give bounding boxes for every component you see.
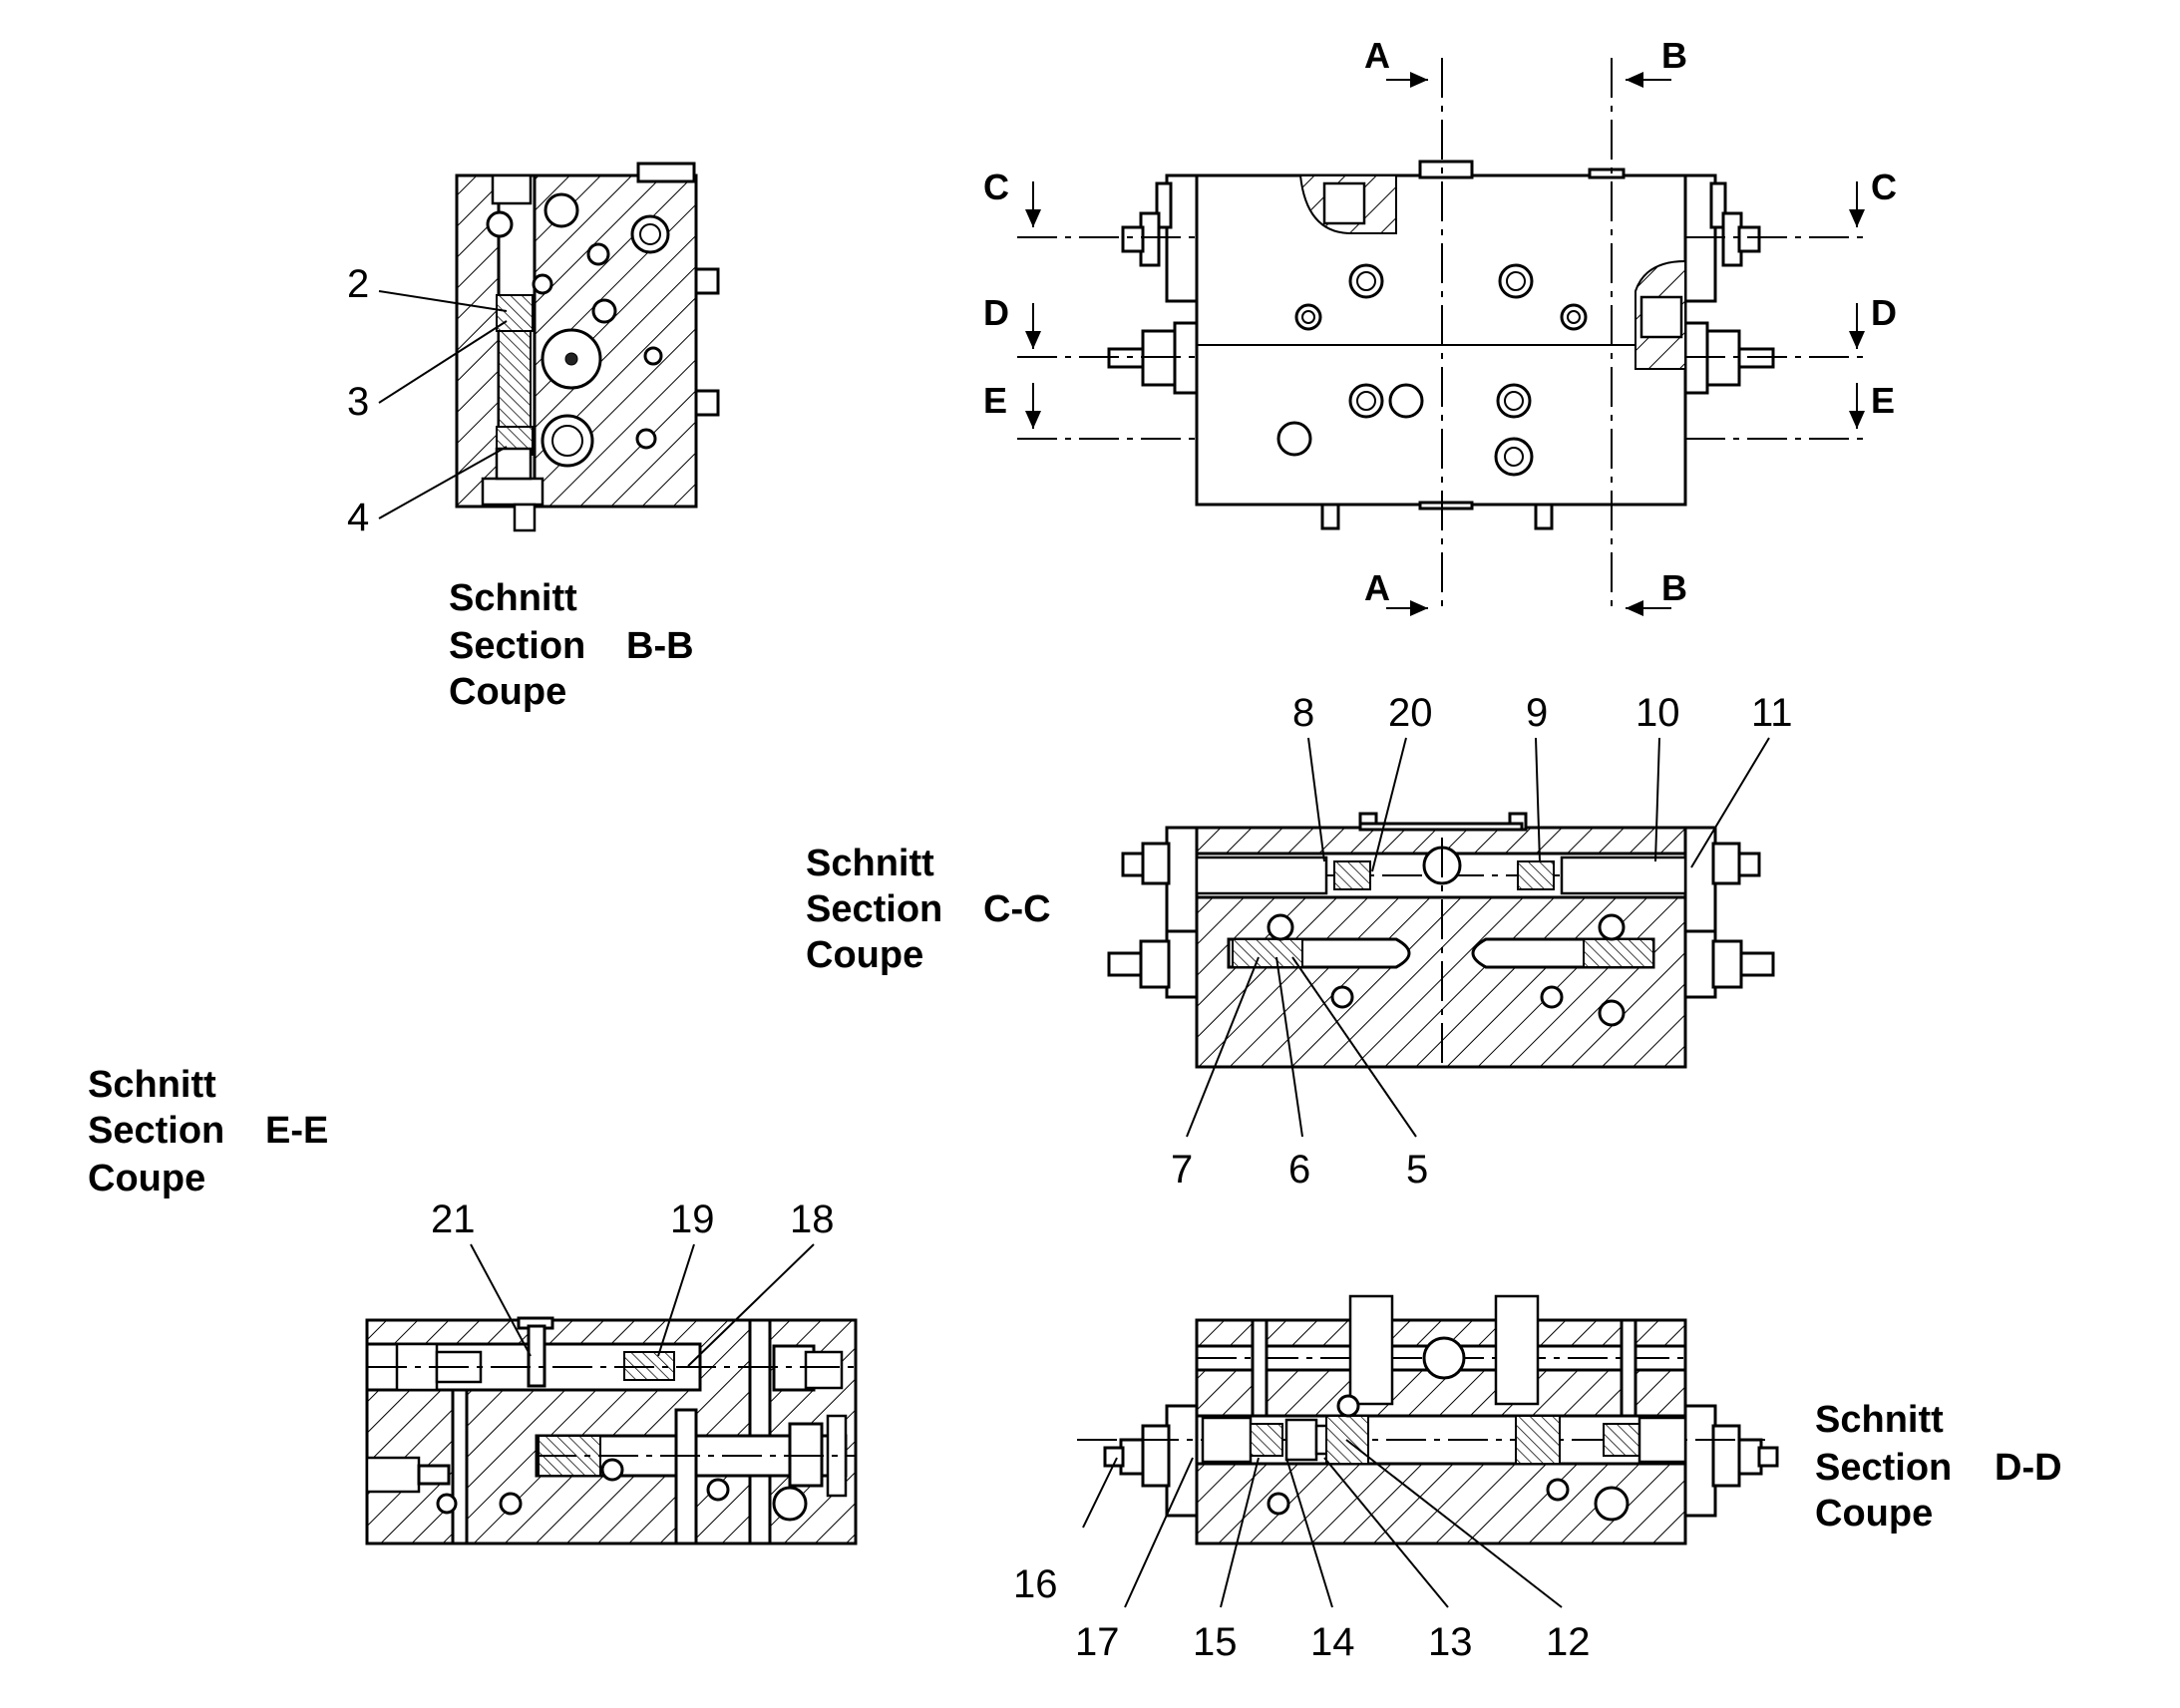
section-cc-section: Section <box>806 888 942 930</box>
part-number-9: 9 <box>1526 691 1548 735</box>
section-ee-view: Schnitt Section Coupe E-E <box>88 1064 858 1545</box>
cut-label-c-left: C <box>983 167 1009 207</box>
cut-label-a-bottom: A <box>1364 567 1390 608</box>
section-ee-section: Section <box>88 1110 224 1152</box>
cut-label-b-top: B <box>1661 35 1687 76</box>
part-number-11: 11 <box>1751 691 1793 735</box>
part-number-12: 12 <box>1546 1620 1591 1664</box>
section-ee-coupe: Coupe <box>88 1158 205 1199</box>
part-number-15: 15 <box>1193 1620 1238 1664</box>
section-bb-schnitt: Schnitt <box>449 577 577 619</box>
section-dd-view: 16 17 15 14 13 12 Schnitt Section Coupe … <box>1013 1294 2062 1664</box>
part-number-21: 21 <box>431 1197 476 1241</box>
section-ee-schnitt: Schnitt <box>88 1064 216 1106</box>
part-number-2: 2 <box>347 262 369 306</box>
part-number-4: 4 <box>347 496 369 539</box>
part-number-3: 3 <box>347 380 369 424</box>
section-ee-id: E-E <box>265 1110 328 1152</box>
part-number-20: 20 <box>1388 691 1433 735</box>
part-number-8: 8 <box>1292 691 1314 735</box>
cut-label-c-right: C <box>1871 167 1897 207</box>
section-cc-id: C-C <box>983 888 1051 930</box>
section-cc-view: 8 20 9 10 11 7 6 5 Schnitt Section Coupe… <box>806 691 1793 1192</box>
part-number-18: 18 <box>790 1197 835 1241</box>
section-bb-id: B-B <box>626 625 694 667</box>
part-number-16: 16 <box>1013 1562 1058 1606</box>
cut-label-e-left: E <box>983 380 1007 421</box>
part-number-5: 5 <box>1406 1148 1428 1192</box>
part-number-19: 19 <box>670 1197 715 1241</box>
part-number-10: 10 <box>1635 691 1680 735</box>
section-cc-schnitt: Schnitt <box>806 843 934 884</box>
cut-label-e-right: E <box>1871 380 1895 421</box>
part-number-17: 17 <box>1075 1620 1120 1664</box>
part-number-13: 13 <box>1428 1620 1473 1664</box>
part-number-6: 6 <box>1288 1148 1310 1192</box>
section-bb-section: Section <box>449 625 585 667</box>
cut-label-a-top: A <box>1364 35 1390 76</box>
cut-label-b-bottom: B <box>1661 567 1687 608</box>
section-bb-view: 2 3 4 Schnitt Section Coupe B-B <box>347 162 720 713</box>
cut-label-d-right: D <box>1871 292 1897 333</box>
section-cc-coupe: Coupe <box>806 934 923 976</box>
section-dd-schnitt: Schnitt <box>1815 1399 1944 1441</box>
cut-label-d-left: D <box>983 292 1009 333</box>
section-bb-coupe: Coupe <box>449 671 566 713</box>
section-dd-coupe: Coupe <box>1815 1493 1933 1535</box>
top-view: A B A B C C D D E E <box>983 35 1897 616</box>
section-dd-section: Section <box>1815 1447 1952 1489</box>
section-dd-id: D-D <box>1995 1447 2062 1489</box>
part-number-14: 14 <box>1310 1620 1355 1664</box>
part-number-7: 7 <box>1171 1148 1193 1192</box>
